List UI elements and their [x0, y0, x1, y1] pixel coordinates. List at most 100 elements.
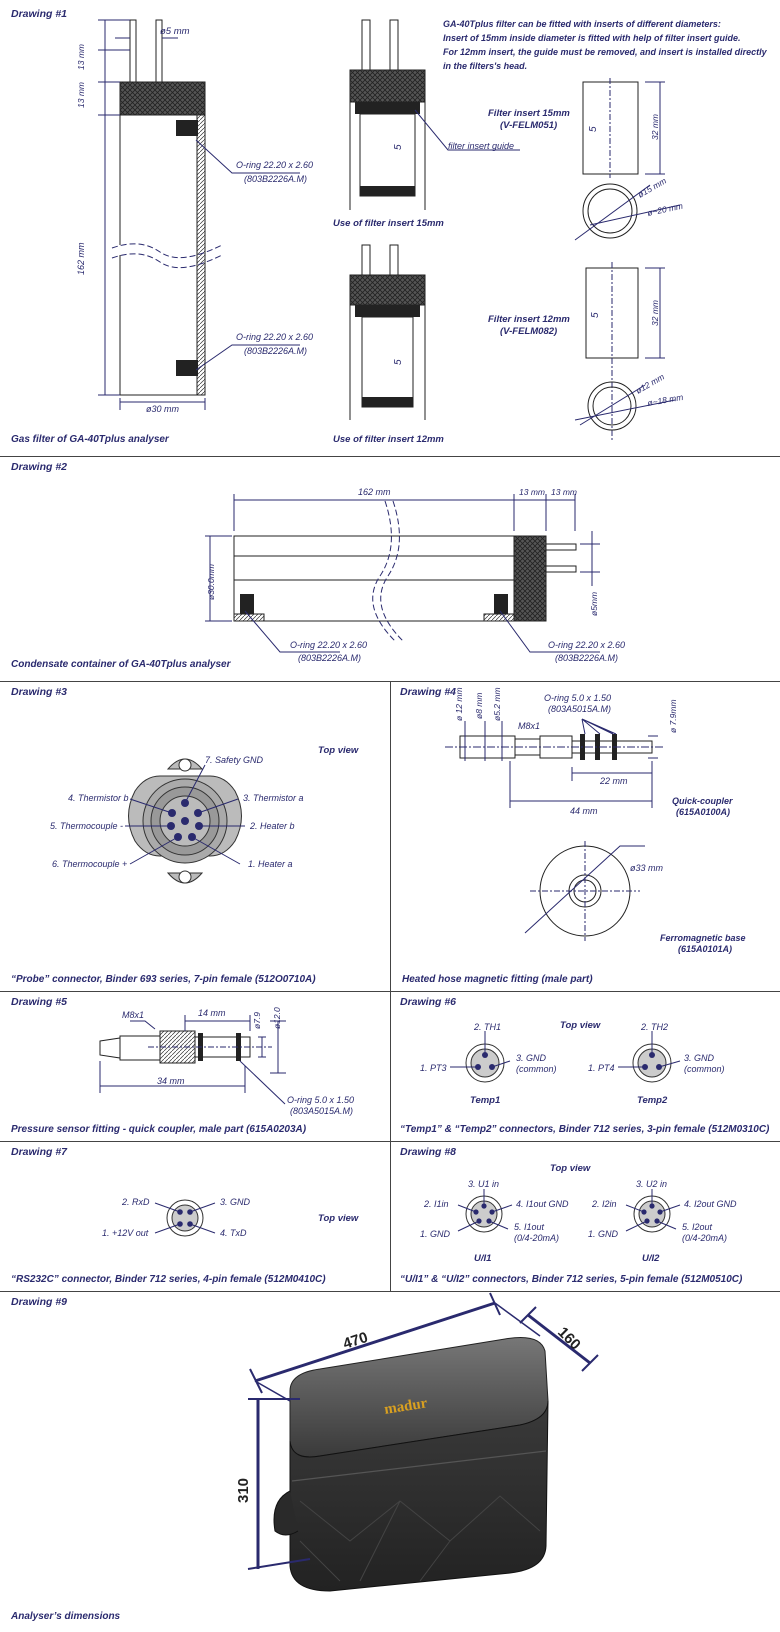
insert-mark-b: 5: [393, 359, 404, 365]
oring-bottom-code: (803B2226A.M): [244, 346, 307, 356]
use-12-caption: Use of filter insert 12mm: [333, 434, 444, 445]
insert-12-title: Filter insert 12mm: [488, 314, 570, 325]
d2-oring-right: O-ring 22.20 x 2.60: [548, 640, 625, 650]
drawing2-heading: Drawing #2: [11, 461, 68, 473]
dim-160: 160: [554, 1324, 584, 1354]
t1-name: Temp1: [470, 1095, 500, 1106]
d4-coupler-code: (615A0100A): [676, 807, 730, 817]
oring-top-label: O-ring 22.20 x 2.60: [236, 160, 313, 170]
drawing8-heading: Drawing #8: [400, 1146, 457, 1158]
drawing8-svg: Top view 3. U1 in 2. I1in 4. I1out GND 1…: [420, 1163, 737, 1264]
filter-15-use-drawing: [349, 19, 520, 210]
drawing1-heading: Drawing #1: [11, 8, 68, 20]
ui2-connector: [625, 1189, 681, 1233]
d15: ø15 mm: [636, 175, 668, 199]
d7-pin-3: 3. GND: [220, 1197, 251, 1207]
u2-pin-1: 1. GND: [588, 1229, 619, 1239]
t2-pin-1: 1. PT4: [588, 1063, 615, 1073]
t1-pin-3: 3. GND: [516, 1053, 547, 1063]
drawing2-svg: 162 mm 13 mm 13 mm ø30.0mm ø5mm O-ring 2…: [205, 487, 625, 663]
filter-12-use-drawing: [349, 244, 426, 420]
d18: ø~18 mm: [647, 392, 684, 408]
dim-13a: 13 mm: [76, 44, 86, 70]
insert-12-code: (V-FELM082): [500, 326, 557, 337]
note-line-3: For 12mm insert, the guide must be remov…: [443, 47, 767, 57]
insert-15-code: (V-FELM051): [500, 120, 557, 131]
insert-mark-c: 5: [588, 126, 599, 132]
u1-pin-2: 2. I1in: [423, 1199, 449, 1209]
d6-top-view: Top view: [560, 1020, 601, 1031]
temp2-connector: [618, 1031, 681, 1083]
drawing6-caption: “Temp1” & “Temp2” connectors, Binder 712…: [400, 1124, 770, 1135]
dim-470: 470: [341, 1329, 370, 1353]
d5-d120: ø12.0: [272, 1007, 282, 1029]
drawing5-svg: M8x1 14 mm ø7.9 ø12.0 34 mm O-ring 5.0 x…: [99, 1007, 354, 1116]
d4-base-code: (615A0101A): [678, 944, 732, 954]
d8-top-view: Top view: [550, 1163, 591, 1174]
d2-dim-13b: 13 mm: [551, 487, 577, 497]
d4-base: Ferromagnetic base: [660, 933, 746, 943]
u1-pin-1: 1. GND: [420, 1229, 451, 1239]
drawing9-svg: 470 160 310 madur: [235, 1292, 599, 1592]
drawing7-caption: “RS232C” connector, Binder 712 series, 4…: [11, 1274, 326, 1285]
oring-bottom-label: O-ring 22.20 x 2.60: [236, 332, 313, 342]
drawing9-heading: Drawing #9: [11, 1296, 68, 1308]
d4-d12: ø 12 mm: [454, 687, 464, 721]
analyser-bag-image: [247, 1292, 599, 1592]
use-15-caption: Use of filter insert 15mm: [333, 218, 444, 229]
insert-15-detail: [574, 78, 681, 241]
note-line-2: Insert of 15mm inside diameter is fitted…: [443, 33, 741, 43]
pin-5: 5. Thermocouple -: [50, 821, 123, 831]
brand-logo: madur: [383, 1395, 429, 1418]
u1-pin-5: 5. I1out: [514, 1222, 545, 1232]
d4-oring-code: (803A5015A.M): [548, 704, 611, 714]
d7-pin-1: 1. +12V out: [102, 1228, 149, 1238]
quick-coupler-drawing: [445, 718, 665, 808]
dim-30: ø30 mm: [146, 404, 180, 414]
d2-dim-d5: ø5mm: [589, 592, 599, 616]
dim-32b: 32 mm: [650, 300, 660, 326]
d12: ø12 mm: [634, 371, 666, 395]
dim-310: 310: [235, 1478, 252, 1503]
d2-oring-left-code: (803B2226A.M): [298, 653, 361, 663]
u1-pin-4: 4. I1out GND: [516, 1199, 569, 1209]
insert-15-title: Filter insert 15mm: [488, 108, 570, 119]
t2-name: Temp2: [637, 1095, 668, 1106]
d5-d79: ø7.9: [252, 1012, 262, 1029]
drawing1-note: GA-40Tplus filter can be fitted with ins…: [443, 17, 778, 73]
d5-oring: O-ring 5.0 x 1.50: [287, 1095, 354, 1105]
d5-m8: M8x1: [122, 1010, 144, 1020]
d4-m8: M8x1: [518, 721, 540, 731]
pin-7: 7. Safety GND: [205, 755, 264, 765]
d3-top-view: Top view: [318, 745, 359, 756]
ui1-connector: [457, 1189, 513, 1233]
drawing3-svg: 7. Safety GND 4. Thermistor b 3. Thermis…: [50, 745, 359, 884]
drawing4-caption: Heated hose magnetic fitting (male part): [402, 974, 593, 985]
u1-name: U/I1: [474, 1253, 491, 1264]
note-line-1: GA-40Tplus filter can be fitted with ins…: [443, 19, 721, 29]
drawing1-caption: Gas filter of GA-40Tplus analyser: [11, 434, 169, 445]
filter-guide-label: filter insert guide: [448, 141, 514, 151]
t2-pin-3: 3. GND: [684, 1053, 715, 1063]
t1-common: (common): [516, 1064, 557, 1074]
drawing1-svg: ø5 mm 13 mm 13 mm 162 mm ø30 mm O-ring 2…: [76, 19, 684, 445]
d7-top-view: Top view: [318, 1213, 359, 1224]
note-line-4: in the filters's head.: [443, 61, 528, 71]
drawing7-heading: Drawing #7: [11, 1146, 68, 1158]
d4-d8: ø8 mm: [474, 693, 484, 719]
divider-5: [0, 1291, 780, 1292]
pin-1: 1. Heater a: [248, 859, 293, 869]
rs232c-connector: [154, 1199, 216, 1237]
pin-3: 3. Thermistor a: [243, 793, 304, 803]
d20: ø~20 mm: [646, 201, 683, 218]
drawing4-svg: O-ring 5.0 x 1.50 (803A5015A.M) ø 12 mm …: [445, 687, 746, 954]
drawing3-heading: Drawing #3: [11, 686, 68, 698]
drawing2-caption: Condensate container of GA-40Tplus analy…: [11, 659, 231, 670]
d4-coupler: Quick-coupler: [672, 796, 733, 806]
pressure-sensor-fitting: [99, 1015, 286, 1105]
u2-pin-3: 3. U2 in: [636, 1179, 667, 1189]
pin-4: 4. Thermistor b: [68, 793, 129, 803]
dim-162: 162 mm: [76, 242, 86, 275]
d5-dim-34: 34 mm: [157, 1076, 185, 1086]
gas-filter-drawing: [98, 19, 300, 410]
